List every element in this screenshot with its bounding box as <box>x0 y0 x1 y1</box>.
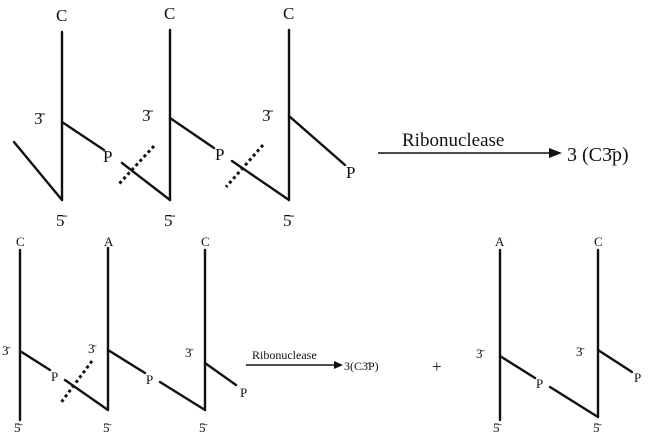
top-3prime-2: 3̄ <box>142 106 154 125</box>
product-3prime-1: 3̄ <box>476 346 485 361</box>
bottom-5prime-3: 5̄ <box>199 420 208 435</box>
top-bond-2b <box>230 159 291 202</box>
product-bond-1b <box>548 385 600 419</box>
top-5prime-1: 5̄ <box>56 211 68 230</box>
top-bond-1a <box>60 120 106 152</box>
bottom-bond-2a <box>106 348 147 375</box>
product-5prime-2: 5̄ <box>593 420 602 435</box>
product-dinucleotide: A C 3̄ 3̄ 5̄ 5̄ P P <box>476 234 641 435</box>
bottom-bond-1a <box>18 349 52 372</box>
bottom-cleavage-1 <box>58 360 94 405</box>
product-phosphate-2: P <box>634 370 641 385</box>
bottom-reaction-arrow: Ribonuclease 3(C3̄P) <box>246 348 379 373</box>
top-3prime-1: 3̄ <box>34 109 46 128</box>
top-phosphate-2: P <box>215 145 224 164</box>
top-enzyme-label: Ribonuclease <box>402 130 504 151</box>
bottom-base-c-1: C <box>16 234 25 249</box>
bottom-5prime-1: 5̄ <box>14 420 23 435</box>
top-5prime-2: 5̄ <box>164 211 176 230</box>
top-product-label: 3 (C3̄p) <box>567 144 629 166</box>
top-3prime-3: 3̄ <box>262 106 274 125</box>
top-5prime-3: 5̄ <box>283 211 295 230</box>
top-phosphate-3: P <box>346 163 355 182</box>
bottom-phosphate-3: P <box>240 385 247 400</box>
bottom-base-a-2: A <box>104 234 114 249</box>
bottom-5prime-2: 5̄ <box>103 420 112 435</box>
top-base-c-2: C <box>164 4 175 23</box>
top-arrow-head <box>549 148 562 158</box>
bottom-bond-1b <box>63 378 110 412</box>
top-terminal-bond <box>287 114 347 167</box>
product-bond-1a <box>498 354 537 380</box>
top-phosphate-1: P <box>103 147 112 166</box>
bottom-terminal-bond <box>203 361 238 387</box>
top-cleavage-2 <box>224 144 265 188</box>
bottom-base-c-3: C <box>201 234 210 249</box>
product-base-a: A <box>495 234 505 249</box>
bottom-phosphate-1: P <box>51 369 58 384</box>
top-base-c-3: C <box>283 4 294 23</box>
product-phosphate-1: P <box>536 376 543 391</box>
top-base-c-1: C <box>56 6 67 25</box>
top-polynucleotide: C C C 3̄ 3̄ 3̄ 5̄ 5̄ 5̄ P P P <box>12 4 355 230</box>
top-left-tail <box>12 140 64 202</box>
bottom-polynucleotide: C A C 3̄ 3̄ 3̄ 5̄ 5̄ 5̄ P P P <box>2 234 247 435</box>
product-terminal-bond <box>596 348 634 374</box>
product-3prime-2: 3̄ <box>576 344 585 359</box>
bottom-bond-2b <box>158 380 207 412</box>
product-5prime-1: 5̄ <box>493 420 502 435</box>
bottom-3prime-2: 3̄ <box>88 341 97 356</box>
top-bond-1b <box>120 161 172 202</box>
top-reaction-arrow: Ribonuclease 3 (C3̄p) <box>378 130 629 166</box>
top-cleavage-1 <box>116 144 156 187</box>
product-base-c: C <box>594 234 603 249</box>
bottom-arrow-head <box>334 361 343 369</box>
top-bond-2a <box>168 116 216 150</box>
bottom-enzyme-label: Ribonuclease <box>252 348 317 362</box>
bottom-3prime-3: 3̄ <box>185 345 194 360</box>
bottom-product-label: 3(C3̄P) <box>344 359 379 373</box>
bottom-3prime-1: 3̄ <box>2 343 11 358</box>
bottom-phosphate-2: P <box>146 372 153 387</box>
plus-sign: + <box>432 357 442 376</box>
